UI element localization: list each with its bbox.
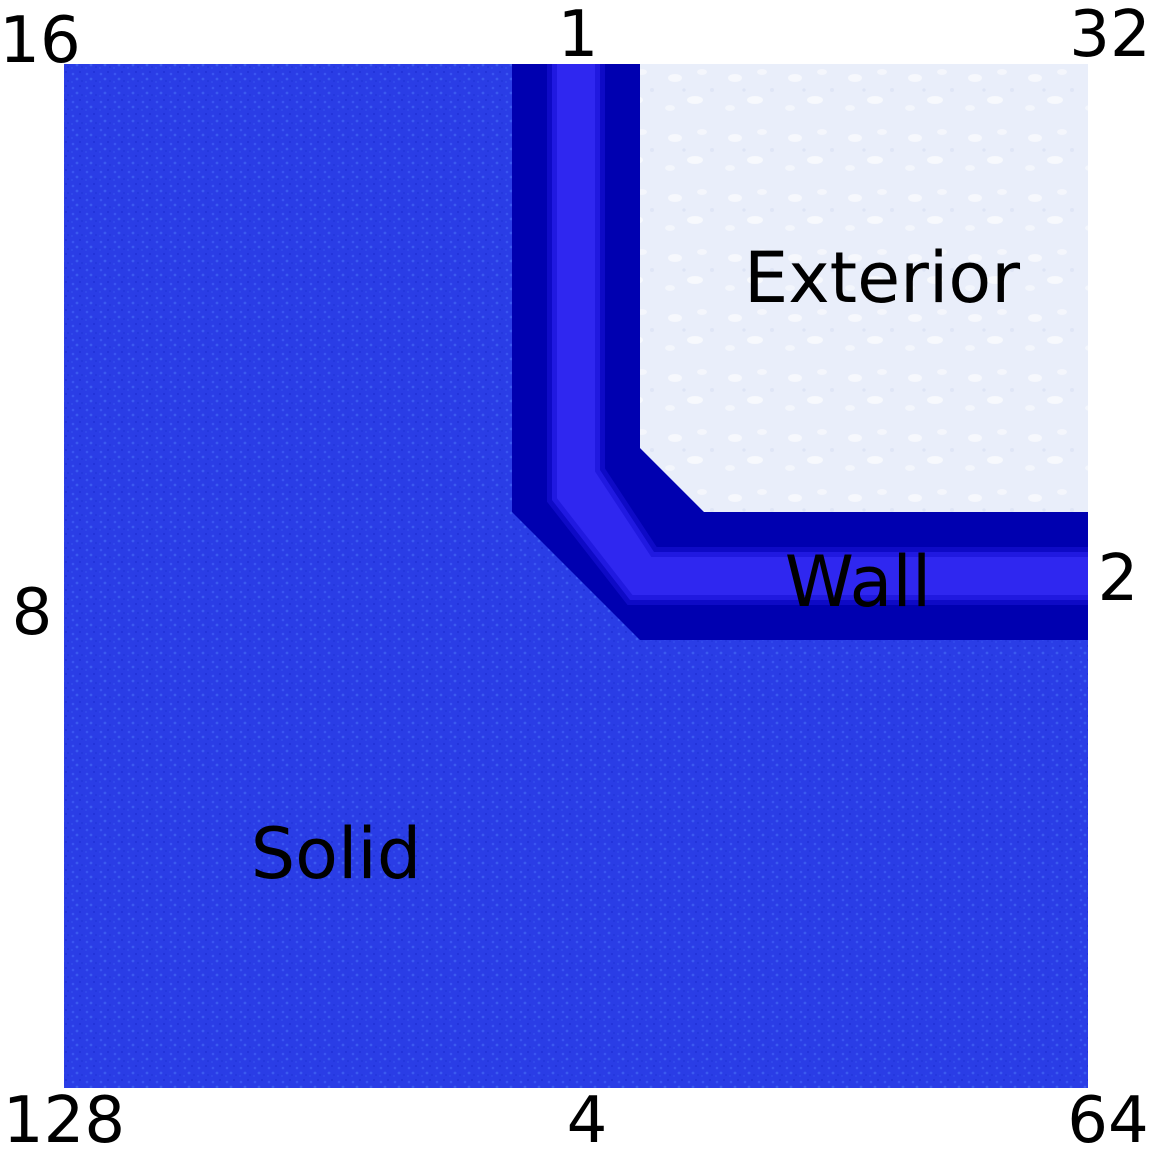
bit-value-top-middle: 1 [558,0,599,72]
exterior-region [640,64,1088,512]
bit-value-middle-right: 2 [1098,542,1139,616]
wall-region [512,64,1088,640]
exterior-label: Exterior [744,237,1020,319]
wall-label: Wall [785,541,932,623]
bit-value-bottom-right: 64 [1067,1084,1148,1152]
bit-value-bottom-middle: 4 [567,1084,608,1152]
bit-value-middle-left: 8 [12,576,53,650]
bit-value-top-left: 16 [0,4,81,78]
wall-inner-stripe [552,64,1088,600]
bit-value-bottom-left: 128 [3,1084,125,1152]
solid-label: Solid [251,813,422,895]
bit-value-top-right: 32 [1069,0,1150,72]
